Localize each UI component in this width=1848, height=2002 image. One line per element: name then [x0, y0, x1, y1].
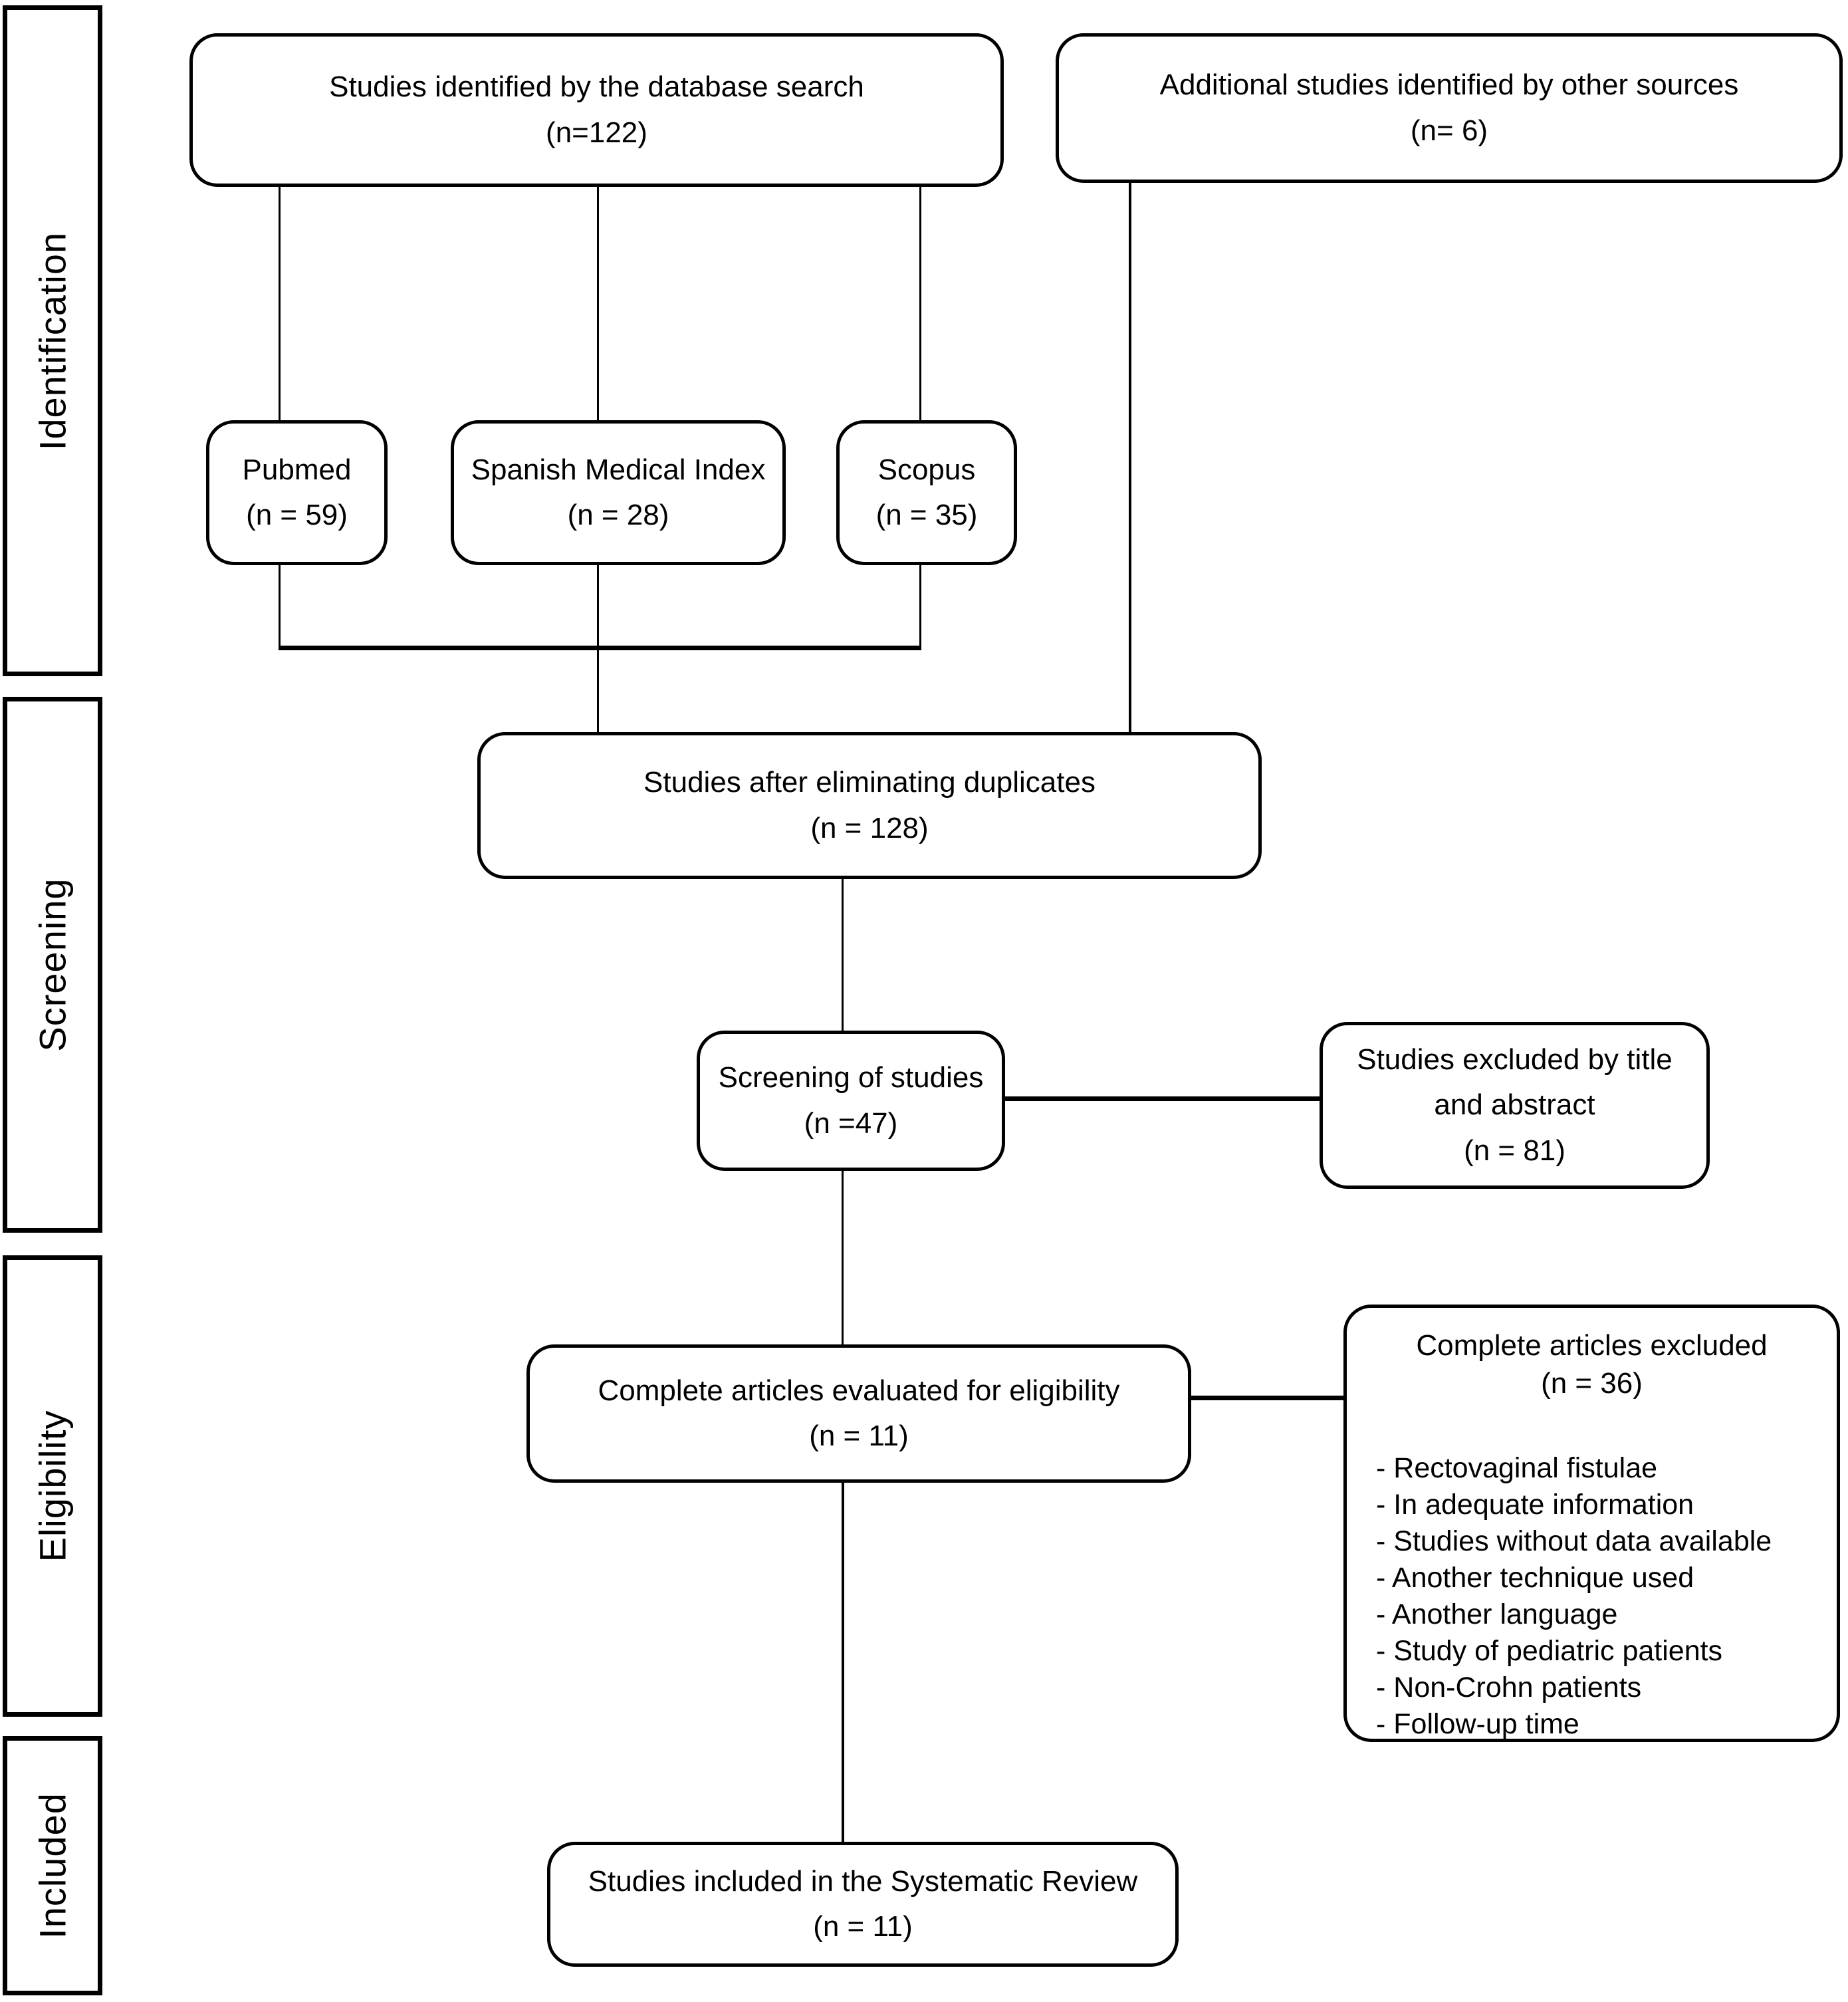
- box-scopus: Scopus (n = 35): [836, 420, 1017, 565]
- box-scopus-count: (n = 35): [875, 499, 978, 531]
- connector-sources-to-duplicates: [1129, 183, 1131, 733]
- stage-screening: Screening: [3, 697, 102, 1233]
- box-scopus-title: Scopus: [877, 453, 976, 486]
- exclusion-reason: - Another technique used: [1376, 1562, 1694, 1594]
- box-included-review-count: (n = 11): [813, 1910, 913, 1943]
- exclusion-reason: - Study of pediatric patients: [1376, 1635, 1723, 1668]
- box-pubmed: Pubmed (n = 59): [206, 420, 388, 565]
- connector-duplicates-to-screening: [842, 879, 844, 1032]
- box-articles-excluded-title: Complete articles excluded: [1416, 1329, 1768, 1362]
- box-screening-title: Screening of studies: [718, 1061, 984, 1094]
- stage-eligibility: Eligibility: [3, 1255, 102, 1717]
- box-after-duplicates-count: (n = 128): [810, 811, 929, 844]
- connector-screening-to-excluded: [1005, 1096, 1320, 1101]
- box-included-review-title: Studies included in the Systematic Revie…: [588, 1864, 1138, 1898]
- stage-eligibility-label: Eligibility: [31, 1410, 74, 1563]
- stage-included: Included: [3, 1736, 102, 1995]
- connector-search-to-pubmed: [279, 187, 281, 420]
- box-pubmed-title: Pubmed: [242, 453, 352, 486]
- stage-included-label: Included: [31, 1793, 74, 1939]
- connector-smi-to-duplicates: [597, 565, 599, 733]
- box-other-sources-count: (n= 6): [1410, 114, 1488, 147]
- box-spanish-medical-index-count: (n = 28): [567, 499, 669, 531]
- exclusion-reason: - Non-Crohn patients: [1376, 1672, 1642, 1704]
- box-evaluated-eligibility-count: (n = 11): [809, 1420, 909, 1452]
- box-evaluated-eligibility-title: Complete articles evaluated for eligibil…: [598, 1374, 1120, 1407]
- exclusion-reason: - Follow-up time: [1376, 1708, 1579, 1741]
- exclusion-reason: - Studies without data available: [1376, 1525, 1772, 1558]
- box-included-review: Studies included in the Systematic Revie…: [547, 1842, 1179, 1967]
- connector-scopus-down: [919, 565, 921, 649]
- box-database-search-count: (n=122): [546, 116, 647, 149]
- connector-search-to-smi: [597, 187, 599, 420]
- exclusion-reason: - Another language: [1376, 1598, 1618, 1631]
- box-excluded-title-abstract: Studies excluded by title and abstract (…: [1320, 1022, 1710, 1189]
- box-after-duplicates: Studies after eliminating duplicates (n …: [477, 732, 1262, 879]
- exclusion-reason: - In adequate information: [1376, 1489, 1694, 1521]
- box-screening: Screening of studies (n =47): [697, 1031, 1005, 1171]
- box-excluded-title-abstract-line1: Studies excluded by title: [1357, 1043, 1673, 1076]
- box-database-search: Studies identified by the database searc…: [189, 33, 1004, 187]
- stage-identification: Identification: [3, 5, 102, 676]
- connector-search-to-scopus: [919, 187, 921, 420]
- box-articles-excluded-count: (n = 36): [1541, 1367, 1643, 1400]
- exclusion-reasons-list: - Rectovaginal fistulae - In adequate in…: [1367, 1450, 1817, 1743]
- box-excluded-title-abstract-line2: and abstract: [1434, 1088, 1595, 1122]
- connector-pubmed-down: [279, 565, 281, 649]
- box-database-search-title: Studies identified by the database searc…: [329, 70, 864, 104]
- box-screening-count: (n =47): [804, 1106, 898, 1140]
- connector-screening-to-eligibility: [842, 1171, 844, 1346]
- box-excluded-title-abstract-count: (n = 81): [1464, 1134, 1565, 1167]
- box-after-duplicates-title: Studies after eliminating duplicates: [643, 766, 1096, 799]
- box-articles-excluded: Complete articles excluded (n = 36) - Re…: [1343, 1305, 1840, 1742]
- box-evaluated-eligibility: Complete articles evaluated for eligibil…: [526, 1344, 1191, 1483]
- box-other-sources: Additional studies identified by other s…: [1056, 33, 1843, 183]
- connector-elbow-horizontal: [279, 646, 921, 650]
- box-spanish-medical-index: Spanish Medical Index (n = 28): [451, 420, 786, 565]
- box-pubmed-count: (n = 59): [246, 499, 348, 531]
- stage-identification-label: Identification: [31, 231, 74, 450]
- box-other-sources-title: Additional studies identified by other s…: [1159, 68, 1739, 102]
- exclusion-reason: - Rectovaginal fistulae: [1376, 1452, 1658, 1485]
- connector-eligibility-to-included: [842, 1483, 844, 1843]
- connector-eligibility-to-excluded: [1191, 1396, 1343, 1400]
- box-spanish-medical-index-title: Spanish Medical Index: [471, 453, 766, 486]
- stage-screening-label: Screening: [31, 878, 74, 1052]
